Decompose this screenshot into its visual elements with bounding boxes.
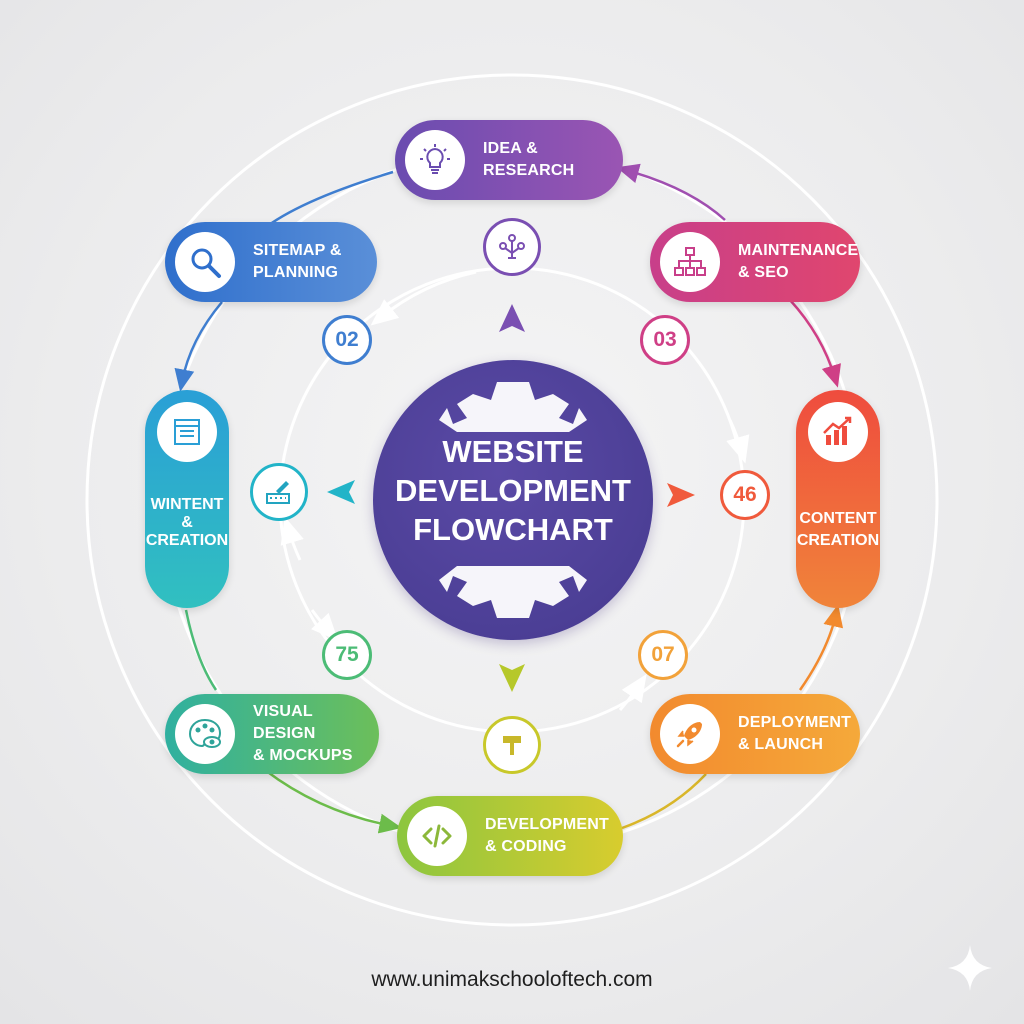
footer-url[interactable]: www.unimakschooloftech.com bbox=[371, 968, 653, 991]
arrow-maintenance-to-idea bbox=[616, 163, 726, 221]
step-development-coding[interactable]: DEVELOPMENT & CODING bbox=[397, 796, 623, 876]
maintenance-label-line-1: MAINTENANCE bbox=[738, 242, 859, 259]
number-badge-75: 75 bbox=[322, 630, 372, 680]
number-badge-07: 07 bbox=[638, 630, 688, 680]
inner-arrow-bottomleft bbox=[310, 609, 339, 641]
idea-label-line-2: RESEARCH bbox=[483, 162, 575, 179]
number-badge-03: 03 bbox=[640, 315, 690, 365]
gear-icon bbox=[439, 382, 587, 618]
step-sitemap-planning[interactable]: SITEMAP & PLANNING bbox=[165, 222, 377, 302]
content-label-line-2: CREATION bbox=[796, 532, 880, 549]
line-development-to-deployment bbox=[621, 773, 707, 830]
development-label-line-2: & CODING bbox=[485, 838, 567, 855]
inner-arrow-right bbox=[726, 419, 750, 464]
step-wintent-creation[interactable]: WINTENT & CREATION bbox=[145, 390, 229, 608]
sparkle-icon bbox=[948, 945, 992, 991]
palette-icon bbox=[175, 704, 235, 764]
visual-label-line-2: & MOCKUPS bbox=[253, 747, 353, 764]
step-deployment-launch[interactable]: DEPLOYMENT & LAUNCH bbox=[650, 694, 860, 774]
code-icon bbox=[407, 806, 467, 866]
hierarchy-icon bbox=[483, 218, 541, 276]
visual-label-line-1: VISUAL DESIGN bbox=[253, 703, 316, 742]
arrow-maintenance-to-content bbox=[789, 299, 841, 388]
inner-arrow-bottomright bbox=[618, 673, 647, 711]
wintent-label-line-1: WINTENT bbox=[150, 496, 224, 513]
inner-arrow-topleft bbox=[370, 270, 477, 326]
maintenance-label-line-2: & SEO bbox=[738, 264, 789, 281]
hub-title-line-2: DEVELOPMENT bbox=[395, 473, 631, 508]
number-badge-46: 46 bbox=[720, 470, 770, 520]
arrow-left-teal bbox=[327, 480, 355, 504]
step-visual-design-mockups[interactable]: VISUAL DESIGN & MOCKUPS bbox=[165, 694, 379, 774]
lightbulb-icon bbox=[405, 130, 465, 190]
content-label-line-1: CONTENT bbox=[799, 510, 877, 527]
number-badge-02: 02 bbox=[322, 315, 372, 365]
pencil-keyboard-icon bbox=[250, 463, 308, 521]
sitemap-label-line-2: PLANNING bbox=[253, 264, 339, 281]
step-idea-research[interactable]: IDEA & RESEARCH bbox=[395, 120, 623, 200]
step-content-creation[interactable]: CONTENT CREATION bbox=[796, 390, 880, 608]
inner-arrow-left bbox=[280, 516, 304, 561]
idea-label-line-1: IDEA & bbox=[483, 140, 538, 157]
deployment-label-line-1: DEPLOYMENT bbox=[738, 714, 852, 731]
arrow-down-yellow bbox=[499, 664, 525, 692]
arrow-right-red bbox=[667, 483, 695, 507]
central-hub: WEBSITE DEVELOPMENT FLOWCHART bbox=[373, 360, 653, 640]
sitemap-icon bbox=[660, 232, 720, 292]
hammer-icon bbox=[483, 716, 541, 774]
deployment-label-line-2: & LAUNCH bbox=[738, 736, 824, 753]
line-wintent-to-visual bbox=[184, 609, 218, 691]
arrow-visual-to-development bbox=[264, 769, 402, 834]
arrow-up-purple bbox=[499, 304, 525, 332]
development-label-line-1: DEVELOPMENT bbox=[485, 816, 609, 833]
arrow-deployment-to-content bbox=[798, 604, 844, 691]
sitemap-label-line-1: SITEMAP & bbox=[253, 242, 342, 259]
outer-ring bbox=[85, 73, 939, 927]
rocket-icon bbox=[660, 704, 720, 764]
hub-title-line-1: WEBSITE bbox=[442, 434, 584, 469]
hub-title-line-3: FLOWCHART bbox=[413, 512, 613, 547]
magnifier-icon bbox=[175, 232, 235, 292]
document-icon bbox=[157, 402, 217, 462]
step-maintenance-seo[interactable]: MAINTENANCE & SEO bbox=[650, 222, 860, 302]
growth-chart-icon bbox=[808, 402, 868, 462]
wintent-label-line-2: & bbox=[181, 514, 193, 531]
wintent-label-line-3: CREATION bbox=[145, 532, 229, 549]
arrow-sitemap-to-wintent bbox=[174, 301, 223, 392]
